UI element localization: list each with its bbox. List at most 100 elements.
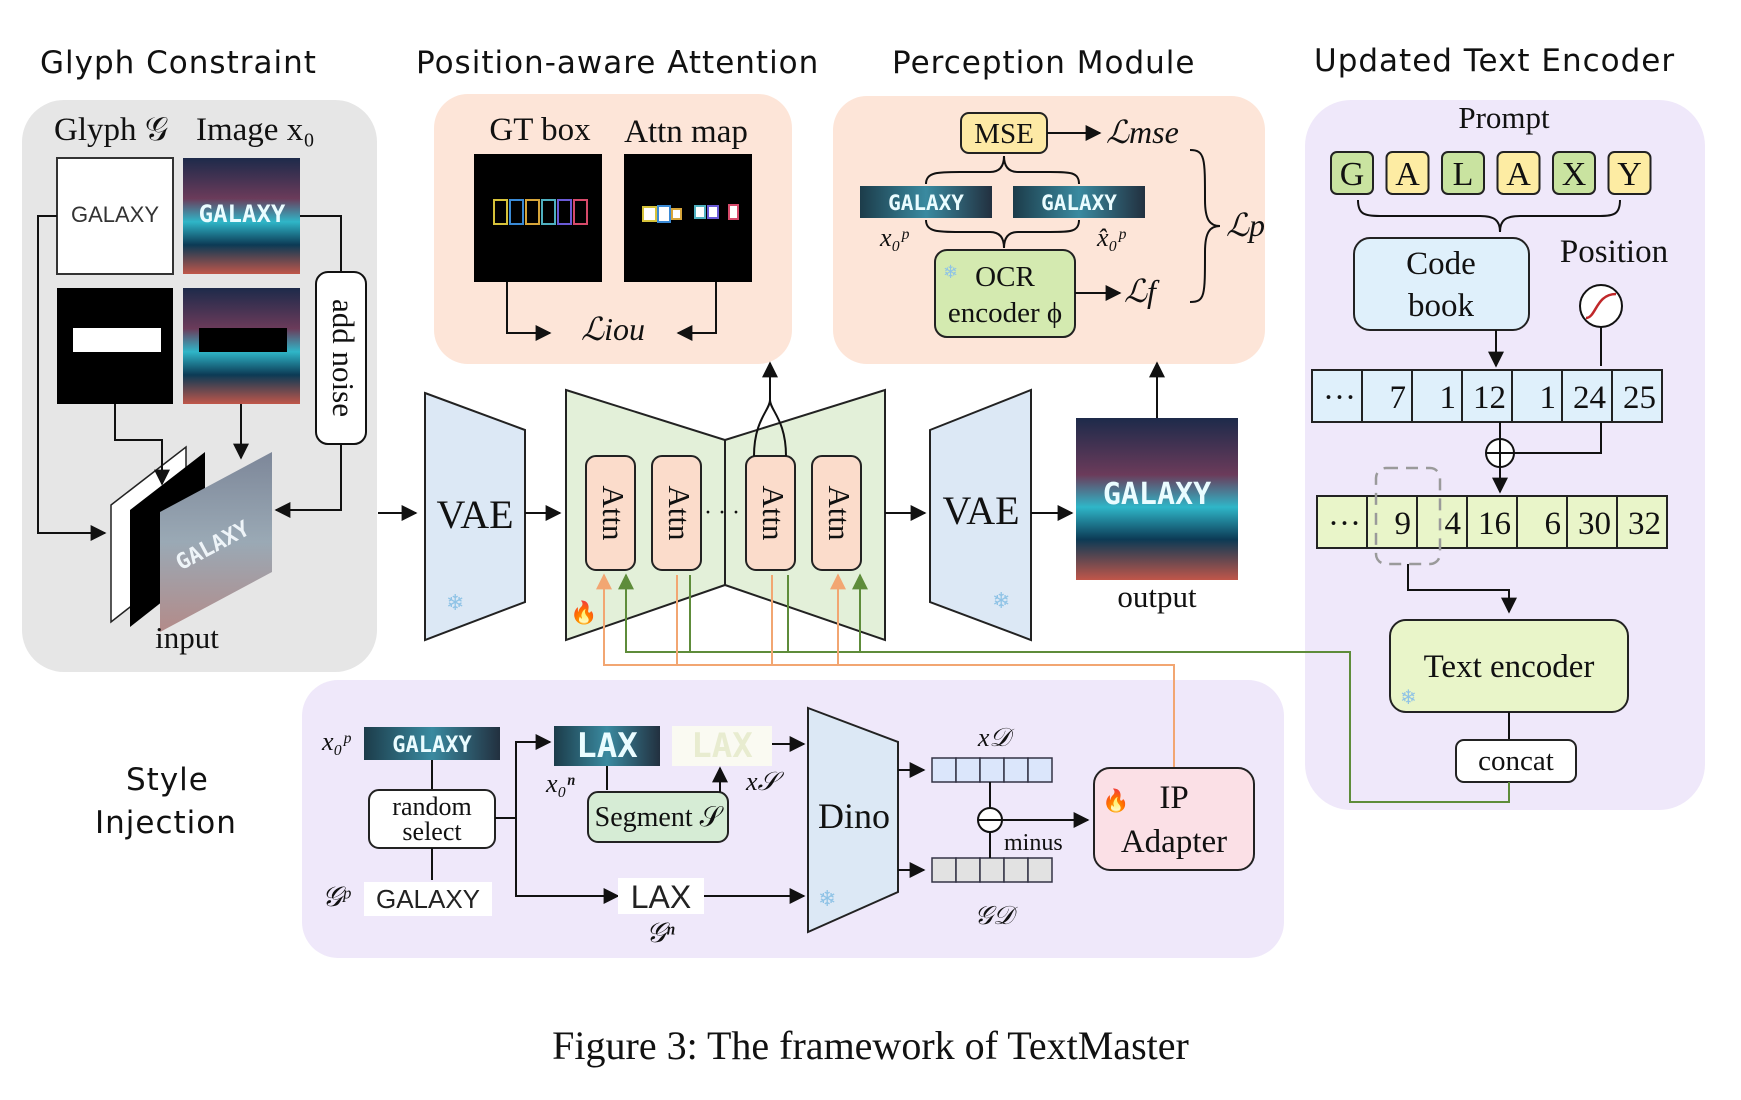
ip-adapter-label-1: IP [1159,780,1188,816]
prompt-token-label: X [1562,156,1587,193]
mask-box [73,328,161,352]
prompt-token-label: L [1453,156,1474,193]
loss-mse: ℒmse [1106,114,1179,150]
row2-to-encoder-arrow [1407,564,1517,614]
vae-encoder-label: VAE [436,492,513,537]
gd-feature-vector [931,857,1053,883]
frozen-icon-vae-out: ❄ [992,588,1010,613]
xd-feature-vector [931,757,1053,783]
index-cell [1511,369,1563,423]
mse-brace [925,155,1080,185]
prompt-token [1441,151,1485,195]
embedding-cell-label: ··· [1328,506,1361,542]
loss-f: ℒf [1124,273,1160,309]
section-title-perception: Perception Module [892,45,1195,81]
embedding-cell-label: 9 [1395,506,1412,542]
attn-to-attention-panel-arrow [753,363,787,457]
style-x0p-label: x₀ᵖ [321,727,352,756]
style-crop-text: GALAXY [392,733,472,758]
attn-block-3 [745,455,796,571]
vae-encoder [424,391,526,642]
loss-p-brace [1189,149,1221,303]
index-cell-label: 1 [1540,380,1557,416]
trainable-icon-unet: 🔥 [570,600,597,625]
index-cell [1611,369,1663,423]
crop-gt [1013,186,1145,218]
xd-feature-cell [931,757,957,783]
embedding-cell [1316,495,1368,549]
index-cell-label: 1 [1440,380,1457,416]
lax-image-text: LAX [576,726,638,766]
position-encoding-icon [1579,284,1623,328]
style-x0n-label: x₀ⁿ [545,769,576,798]
gn-label: 𝒢ⁿ [646,918,675,949]
crop-pred-label: x₀ᵖ [879,223,910,252]
embedding-cell [1616,495,1668,549]
ip-adapter-label-2: Adapter [1121,824,1227,860]
embedding-cell-label: 4 [1445,506,1462,542]
figure-caption: Figure 3: The framework of TextMaster [552,1023,1189,1068]
text-condition-line [618,573,1510,803]
glyph-image [56,157,174,275]
lax-image [554,726,660,766]
gn-image [618,878,704,914]
prompt-token [1385,151,1430,195]
source-image-text: GALAXY [199,200,286,228]
position-label: Position [1560,234,1668,270]
xd-feature-cell [979,757,1005,783]
ocr-brace [925,219,1080,249]
lax-style-image [672,726,772,766]
add-noise-label: add noise [326,299,361,417]
text-encoder-label: Text encoder [1424,649,1595,685]
attn-label-2: Attn [662,485,697,541]
masked-image-box [199,328,287,352]
prompt-token [1496,151,1541,195]
noise-to-input-arrow [274,444,342,518]
attn-dots: · · · [704,500,740,526]
prompt-token-label: G [1340,156,1365,193]
index-cell-label: 24 [1573,380,1606,416]
loss-iou: ℒiou [581,311,645,347]
output-label: output [1117,579,1197,614]
trainable-icon-ip: 🔥 [1102,788,1129,813]
section-title-style-1: Style [126,762,209,798]
section-title-glyph-constraint: Glyph Constraint [40,45,317,81]
index-cell [1461,369,1513,423]
xd-label: x𝒟 [977,723,1015,752]
output-image [1076,418,1238,580]
dino-label: Dino [818,796,890,836]
gn-text: LAX [631,879,691,915]
segment-label: Segment 𝒮 [595,802,725,833]
mse-label: MSE [974,118,1034,150]
attn-to-loss-arrow [676,282,717,341]
xd-feature-cell [1003,757,1029,783]
embedding-cell [1416,495,1468,549]
select-to-image-arrow [495,734,552,819]
vae-decoder-label: VAE [942,488,1019,533]
style-condition-line [596,573,1175,770]
image-to-noise-line [300,215,342,272]
index-cell-label: 7 [1390,380,1407,416]
embedding-cell [1466,495,1518,549]
section-title-text-encoder: Updated Text Encoder [1314,43,1675,79]
crop-gt-text: GALAXY [1041,191,1117,215]
style-condition-branches [676,575,838,665]
image-label: Image x₀ [196,112,315,148]
section-title-style-2: Injection [95,805,237,841]
frozen-icon-text-encoder: ❄ [1400,687,1417,709]
prompt-token [1330,151,1374,195]
selected-token-highlight [1374,466,1442,566]
mask-to-input-arrow [114,404,170,486]
codebook-label-1: Code [1406,246,1476,282]
attn-block-2 [651,455,702,571]
index-cell-label: ··· [1323,380,1356,416]
glyph-to-input-arrow [37,215,107,541]
prompt-token-label: A [1506,156,1531,193]
attn-map-label: Attn map [624,114,748,150]
crop-pred-text: GALAXY [888,191,964,215]
codebook-label-2: book [1408,288,1475,324]
ip-adapter-box [1093,767,1255,871]
frozen-icon-dino: ❄ [818,886,836,911]
